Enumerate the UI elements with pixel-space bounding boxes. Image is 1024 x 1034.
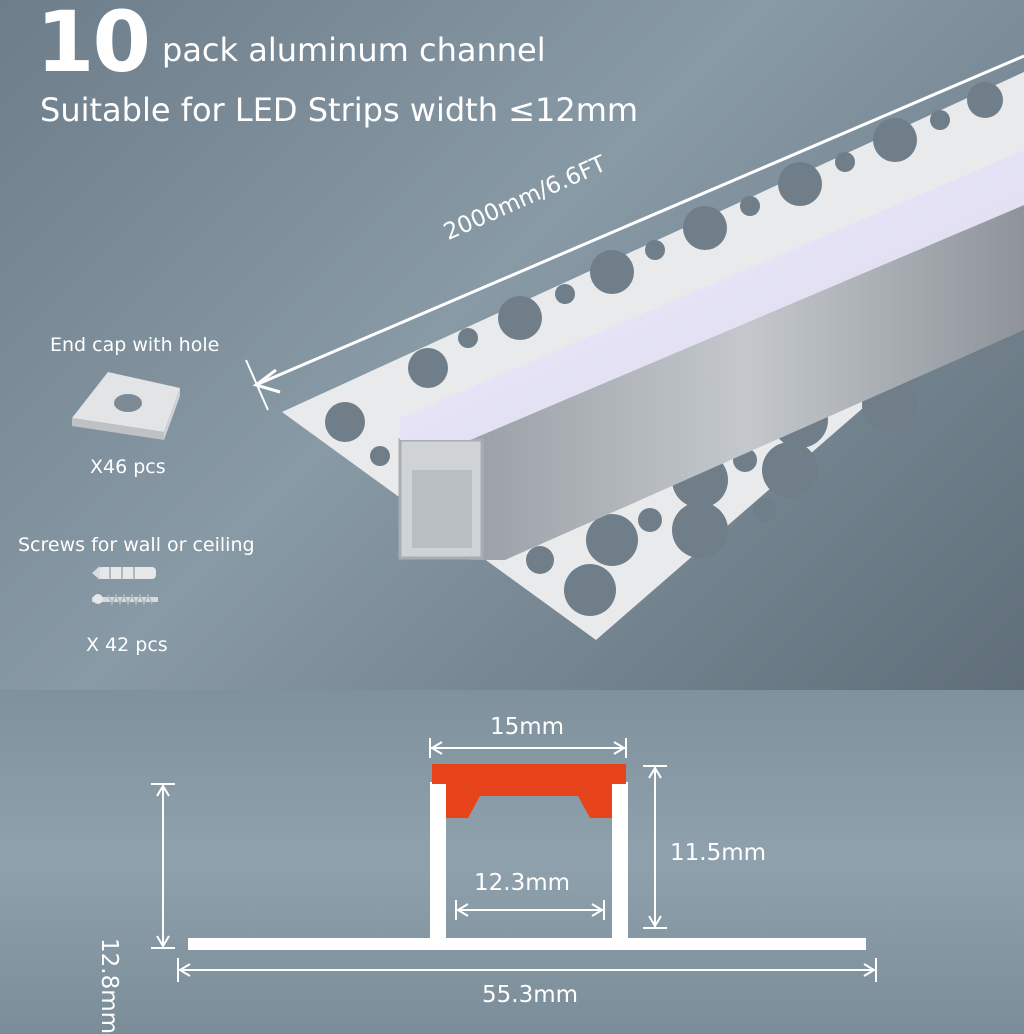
profile-diagram-panel [0, 690, 1024, 1024]
aluminum-channel-illustration [245, 54, 1024, 640]
dim-inner-height-label: 11.5mm [670, 840, 767, 866]
length-dimension-line [257, 54, 1024, 386]
diffuser-cover [400, 150, 1024, 440]
pack-count: 10 [36, 0, 151, 91]
channel-body [470, 205, 1024, 560]
dim-top-width-label: 15mm [490, 714, 565, 740]
page-title: pack aluminum channel [162, 31, 546, 69]
page-subtitle: Suitable for LED Strips width ≤12mm [40, 91, 639, 129]
dim-total-width-label: 55.3mm [482, 982, 579, 1008]
end-cap-qty: X46 pcs [90, 456, 166, 478]
screws-label: Screws for wall or ceiling [18, 534, 255, 556]
screws-qty: X 42 pcs [86, 634, 168, 656]
dim-total-height-label: 12.8mm [96, 938, 122, 1034]
end-cap-label: End cap with hole [50, 334, 220, 356]
dim-inner-width-label: 12.3mm [474, 870, 571, 896]
